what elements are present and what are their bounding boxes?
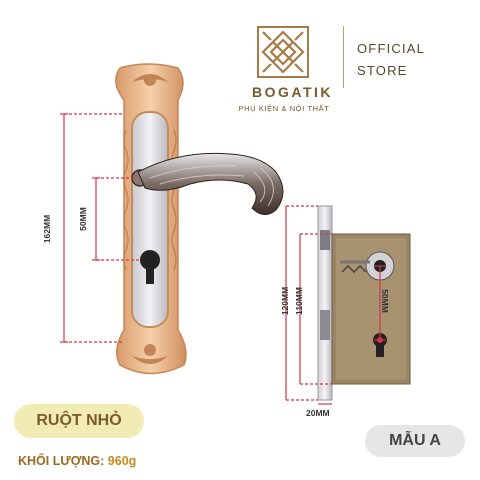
official-line-2: STORE [357, 63, 408, 78]
door-handle-illustration [60, 63, 284, 375]
dimension-label-50mm-lock: 50MM [380, 289, 390, 313]
dimension-label-162mm: 162MM [42, 214, 52, 244]
core-type-badge: RUỘT NHỎ [14, 404, 144, 438]
weight-info: KHỐI LƯỢNG: 960g [18, 454, 136, 468]
header-divider [343, 26, 344, 88]
mortise-lock-illustration [285, 205, 411, 405]
model-badge: MẪU A [365, 425, 465, 457]
brand-name: BOGATIK [252, 84, 334, 100]
weight-label: KHỐI LƯỢNG: [18, 454, 105, 468]
brand-tagline: PHỤ KIỆN & NỘI THẤT [238, 104, 330, 113]
weight-value: 960g [107, 454, 137, 468]
dimension-label-20mm: 20MM [306, 408, 330, 418]
official-line-1: OFFICIAL [357, 41, 426, 56]
dimension-label-110mm: 110MM [294, 287, 304, 315]
brand-logo-icon [257, 26, 309, 78]
official-store-label: OFFICIAL STORE [357, 38, 425, 82]
dimension-label-120mm: 120MM [280, 286, 290, 316]
dimension-label-50mm: 50MM [78, 207, 88, 231]
